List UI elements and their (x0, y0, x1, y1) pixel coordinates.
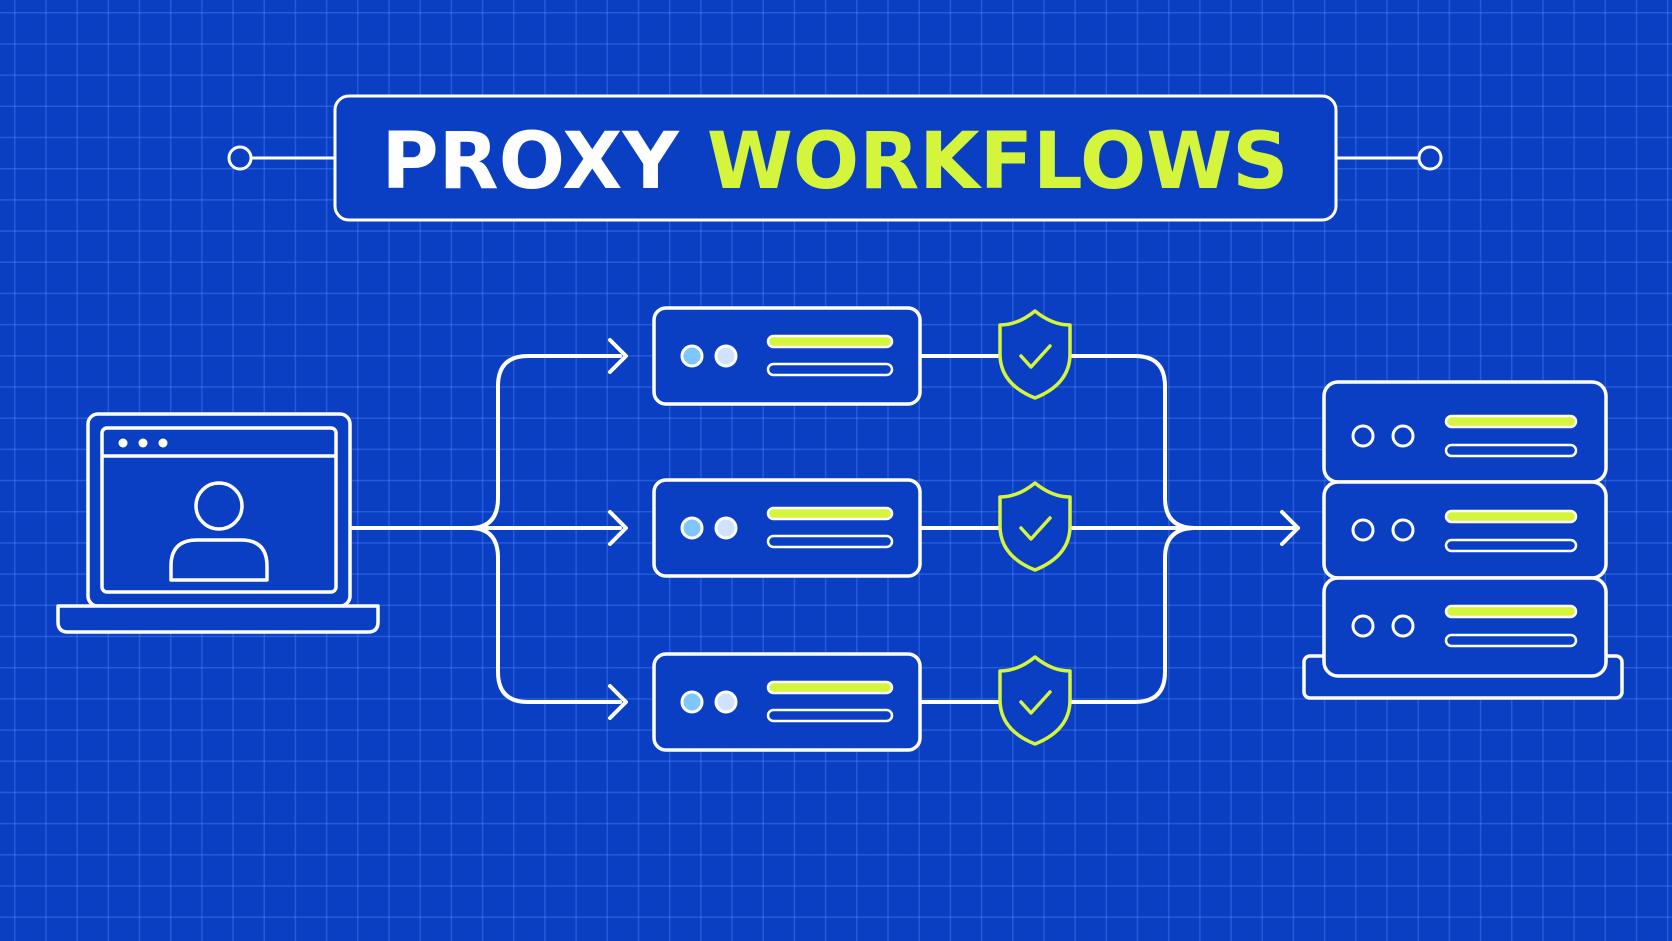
connector-to-proxy-3 (468, 526, 622, 704)
server-rack-icon (1302, 380, 1624, 700)
title-word-proxy: PROXY (382, 117, 681, 207)
proxy-server-2 (652, 478, 922, 578)
status-dot (1351, 424, 1375, 448)
title-node-left (227, 145, 253, 171)
status-dot (714, 344, 738, 368)
connector-to-proxy-1 (468, 354, 622, 530)
idle-bar (1444, 633, 1578, 648)
rack-unit-1 (1322, 380, 1608, 484)
browser-dot-icon (138, 438, 148, 448)
shield-check-icon (998, 481, 1072, 572)
status-dot-active (680, 344, 704, 368)
laptop-user-icon (56, 412, 380, 634)
browser-dot-icon (118, 438, 128, 448)
status-dot (1391, 518, 1415, 542)
arrow-proxy-3 (608, 684, 628, 720)
load-bar (766, 334, 894, 349)
status-dot (714, 516, 738, 540)
status-dot (1391, 614, 1415, 638)
connection-lines (349, 338, 1300, 720)
title-banner: PROXY WORKFLOWS (227, 94, 1443, 222)
status-dot (1351, 614, 1375, 638)
arrow-proxy-1 (608, 338, 628, 374)
load-bar (766, 680, 894, 695)
title-word-workflows: WORKFLOWS (707, 117, 1289, 207)
load-bar (1444, 604, 1578, 619)
rack-unit-3 (1322, 576, 1608, 678)
browser-dot-icon (158, 438, 168, 448)
title-node-right (1417, 145, 1443, 171)
idle-bar (1444, 538, 1578, 553)
rack-unit-2 (1322, 480, 1608, 580)
shield-check-icon (998, 655, 1072, 746)
load-bar (766, 506, 894, 521)
shield-check-icon (998, 309, 1072, 400)
status-dot (1391, 424, 1415, 448)
load-bar (1444, 414, 1578, 429)
user-body-icon (169, 538, 269, 582)
proxy-server-3 (652, 652, 922, 752)
load-bar (1444, 509, 1578, 524)
idle-bar (766, 708, 894, 723)
arrow-destination (1280, 510, 1300, 546)
status-dot (714, 690, 738, 714)
laptop-base (56, 604, 380, 634)
arrow-proxy-2 (608, 510, 628, 546)
status-dot (1351, 518, 1375, 542)
page-title: PROXY WORKFLOWS (382, 117, 1289, 207)
status-dot-active (680, 690, 704, 714)
connector-shield-1-merge (1070, 354, 1197, 530)
idle-bar (766, 362, 894, 377)
status-dot-active (680, 516, 704, 540)
title-box (333, 94, 1338, 222)
idle-bar (1444, 443, 1578, 458)
proxy-server-1 (652, 306, 922, 406)
user-head-icon (194, 481, 244, 531)
connector-shield-3-merge (1070, 526, 1197, 704)
idle-bar (766, 534, 894, 549)
browser-window (100, 426, 338, 594)
